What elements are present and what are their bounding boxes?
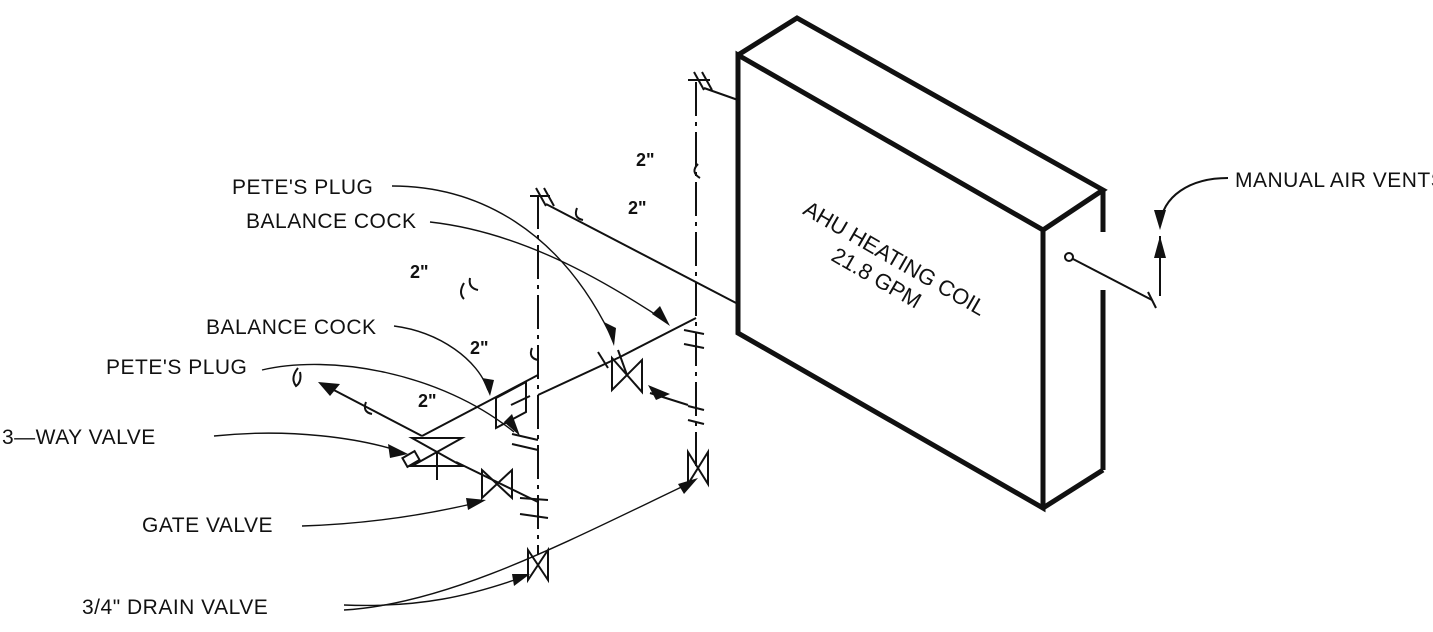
size-inlet: 2" <box>418 391 437 411</box>
size-riser-supply: 2" <box>636 150 655 170</box>
label-three-way-valve: 3—WAY VALVE <box>2 426 156 449</box>
flow-arrow-return <box>648 385 670 400</box>
label-balance-cock-mid: BALANCE COCK <box>206 316 377 339</box>
label-manual-air-vents: MANUAL AIR VENTS <box>1235 169 1433 192</box>
pipe-break-left <box>460 282 465 300</box>
ahu-heating-coil-box <box>735 15 1108 513</box>
label-petes-plug-top: PETE'S PLUG <box>232 176 373 199</box>
manual-air-vent-assembly <box>1064 177 1229 309</box>
vent-arrow-head <box>1154 236 1166 258</box>
size-ticks <box>363 163 701 415</box>
size-left-branch: 2" <box>410 262 429 282</box>
pipe-break-inlet <box>292 367 302 388</box>
leader-lines <box>213 185 698 611</box>
flow-arrow-inlet <box>318 382 340 396</box>
coil-label-group: AHU HEATING COIL 21.8 GPM <box>799 196 990 321</box>
vent-leader-arrow <box>1154 210 1166 230</box>
size-upper-branch: 2" <box>628 198 647 218</box>
label-petes-plug-mid: PETE'S PLUG <box>106 356 247 379</box>
label-balance-cock-top: BALANCE COCK <box>246 210 417 233</box>
riser-caps <box>530 71 713 207</box>
size-mid-branch: 2" <box>470 338 489 358</box>
label-drain-valve: 3/4" DRAIN VALVE <box>82 596 268 619</box>
valve-symbols <box>401 329 709 584</box>
label-gate-valve: GATE VALVE <box>142 514 273 537</box>
